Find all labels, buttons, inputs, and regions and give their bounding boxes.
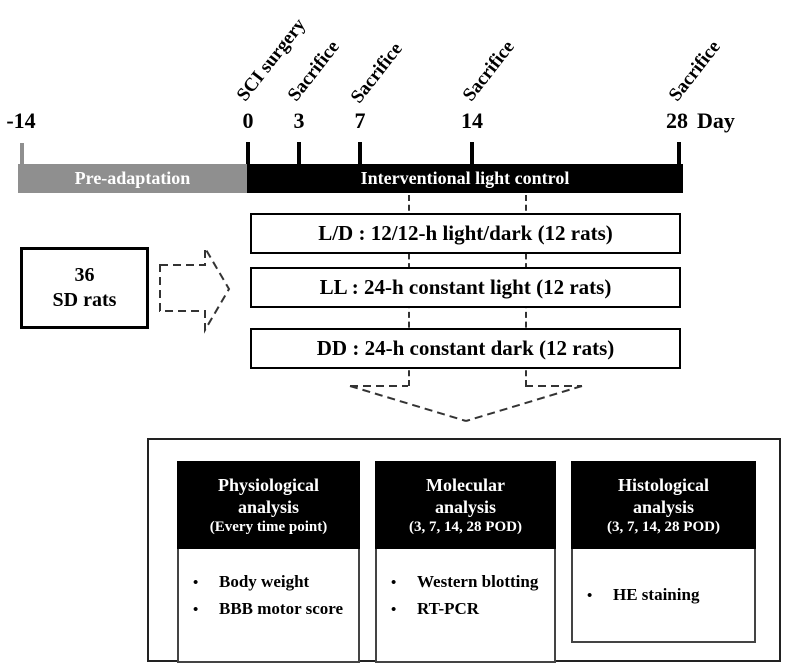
panel-physiological-subtitle: (Every time point) (209, 518, 328, 535)
list-item-label: Body weight (219, 572, 310, 591)
bullet-icon: • (391, 602, 397, 618)
panel-molecular-title-line1: Molecular (426, 474, 505, 495)
block-arrow-right-icon (159, 244, 231, 334)
subjects-box: 36 SD rats (20, 247, 149, 329)
tick-day28 (677, 142, 681, 167)
bullet-icon: • (391, 575, 397, 591)
panel-histological-header: Histological analysis (3, 7, 14, 28 POD) (571, 461, 756, 549)
day-unit-label: Day (697, 108, 735, 133)
event-label-sacrifice-day14: Sacrifice (458, 36, 519, 106)
group-label-ll: LL : 24-h constant light (12 rats) (319, 275, 612, 299)
event-label-sacrifice-day28: Sacrifice (664, 36, 725, 106)
list-item: • HE staining (583, 582, 699, 609)
pre-adaptation-label: Pre-adaptation (74, 168, 191, 188)
list-item: • RT-PCR (387, 596, 554, 623)
day-label-0: 0 (242, 108, 254, 133)
list-item-label: HE staining (613, 584, 700, 604)
panel-molecular-subtitle: (3, 7, 14, 28 POD) (409, 518, 522, 535)
panel-histological-body: • HE staining (571, 549, 756, 643)
group-box-dd: DD : 24-h constant dark (12 rats) (250, 328, 681, 369)
list-item: • Western blotting (387, 569, 554, 596)
analyses-container: Physiological analysis (Every time point… (147, 438, 781, 663)
day-label-28: 28 (666, 108, 688, 133)
group-box-ll: LL : 24-h constant light (12 rats) (250, 267, 681, 308)
panel-molecular-header: Molecular analysis (3, 7, 14, 28 POD) (375, 461, 556, 549)
day-label-7: 7 (354, 108, 366, 133)
group-label-ld: L/D : 12/12-h light/dark (12 rats) (318, 221, 613, 245)
panel-histological-title-line1: Histological (618, 474, 709, 495)
panel-physiological-header: Physiological analysis (Every time point… (177, 461, 360, 549)
panel-molecular-body: • Western blotting • RT-PCR (375, 549, 556, 663)
panel-molecular-analysis: Molecular analysis (3, 7, 14, 28 POD) • … (375, 461, 556, 663)
panel-physiological-body: • Body weight • BBB motor score (177, 549, 360, 663)
panel-molecular-title-line2: analysis (434, 496, 497, 517)
panel-physiological-analysis: Physiological analysis (Every time point… (177, 461, 360, 663)
subjects-label: SD rats (52, 289, 117, 311)
panel-histological-analysis: Histological analysis (3, 7, 14, 28 POD)… (571, 461, 756, 643)
interventional-light-control-label: Interventional light control (360, 168, 570, 188)
bullet-icon: • (587, 587, 593, 604)
panel-histological-subtitle: (3, 7, 14, 28 POD) (607, 518, 720, 535)
group-box-ld: L/D : 12/12-h light/dark (12 rats) (250, 213, 681, 254)
pre-adaptation-bar: Pre-adaptation (18, 164, 247, 193)
tick-minus14 (20, 143, 24, 166)
event-label-sacrifice-day7: Sacrifice (346, 38, 407, 108)
list-item: • Body weight (189, 569, 358, 596)
day-label-3: 3 (293, 108, 305, 133)
bullet-icon: • (193, 575, 199, 591)
panel-histological-title-line2: analysis (632, 496, 695, 517)
tick-day14 (470, 142, 474, 167)
list-item: • BBB motor score (189, 596, 358, 623)
interventional-light-control-bar: Interventional light control (247, 164, 683, 193)
bullet-icon: • (193, 602, 199, 618)
subjects-count: 36 (74, 264, 95, 286)
panel-physiological-title-line1: Physiological (217, 474, 319, 495)
day-label-minus14: -14 (6, 108, 36, 133)
tick-day7 (358, 142, 362, 167)
group-label-dd: DD : 24-h constant dark (12 rats) (316, 336, 615, 360)
list-item-label: BBB motor score (219, 599, 344, 618)
tick-day0 (246, 142, 250, 167)
panel-physiological-title-line2: analysis (237, 496, 300, 517)
list-item-label: RT-PCR (417, 599, 480, 618)
list-item-label: Western blotting (417, 572, 539, 591)
day-label-14: 14 (461, 108, 483, 133)
funnel-arrow-down-icon (349, 385, 583, 422)
tick-day3 (297, 142, 301, 167)
